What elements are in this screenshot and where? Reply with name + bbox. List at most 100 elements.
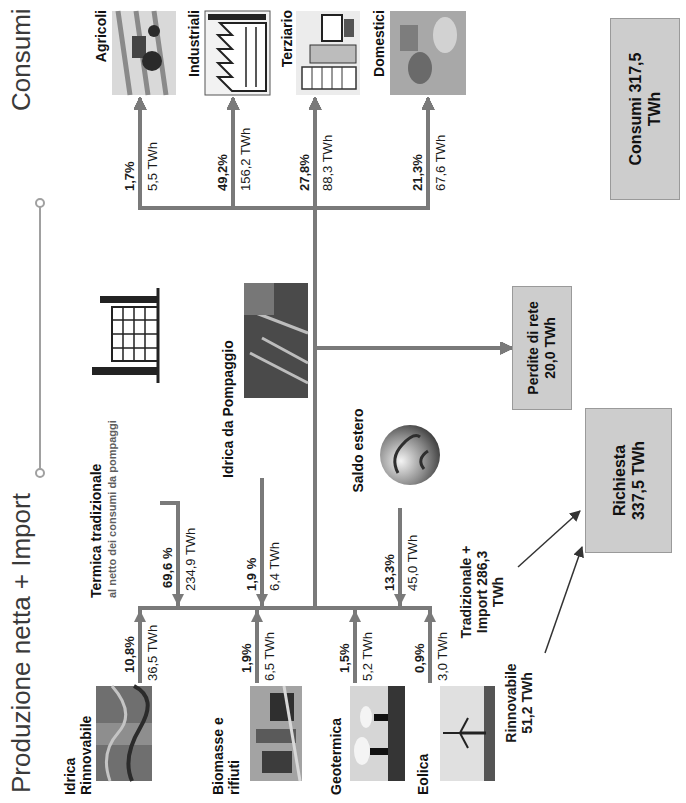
consumer-node: Domestici bbox=[370, 8, 468, 98]
flow-connector bbox=[140, 98, 315, 683]
flow-connector bbox=[140, 348, 512, 683]
energy-label: 6,4 TWh bbox=[267, 542, 282, 591]
flow-connector bbox=[315, 98, 428, 683]
percent-label: 13,3% bbox=[382, 554, 397, 591]
node-label: Idrica Rinnovabile bbox=[62, 683, 94, 795]
thermal-plant-picture bbox=[92, 288, 158, 383]
globe-picture bbox=[380, 425, 440, 485]
source-node: Idrica da Pompaggio bbox=[220, 278, 310, 478]
flow-connector bbox=[315, 98, 355, 683]
flow-connector bbox=[233, 98, 315, 608]
flow-connector bbox=[160, 98, 428, 608]
total-box: Richiesta 337,5 TWh bbox=[585, 408, 672, 553]
source-node: Geotermica bbox=[328, 683, 408, 795]
percent-label: 49,2% bbox=[215, 154, 230, 191]
flow-connector bbox=[140, 98, 315, 608]
node-label: Geotermica bbox=[328, 683, 344, 795]
flow-connector bbox=[257, 98, 428, 683]
geothermal-picture bbox=[350, 686, 405, 781]
biomass-picture bbox=[250, 686, 302, 781]
section-heading: Produzione netta + Import bbox=[6, 493, 36, 793]
leader-arrows bbox=[518, 511, 582, 653]
flow-connector bbox=[140, 98, 315, 683]
services-picture bbox=[296, 11, 360, 95]
flow-connector bbox=[257, 98, 315, 683]
percent-label: 1,7% bbox=[122, 161, 137, 191]
hydro-picture bbox=[96, 686, 152, 781]
source-node: Saldo estero bbox=[350, 393, 445, 508]
industry-picture bbox=[205, 11, 270, 95]
energy-label: 88,3 TWh bbox=[320, 135, 335, 191]
source-node: Eolica bbox=[415, 683, 497, 795]
percent-label: 0,9% bbox=[412, 643, 427, 673]
flow-connector bbox=[140, 98, 430, 683]
flow-connector bbox=[315, 98, 400, 608]
node-label: Eolica bbox=[415, 683, 431, 795]
node-label: Agricoli bbox=[93, 8, 109, 64]
energy-label: 3,0 TWh bbox=[435, 632, 450, 681]
node-label: Biomasse e rifiuti bbox=[210, 683, 242, 795]
source-node: Termica tradizionaleal netto dei consumi… bbox=[88, 283, 160, 598]
pumped-hydro-picture bbox=[244, 283, 308, 398]
energy-label: 5,2 TWh bbox=[360, 632, 375, 681]
flow-connector bbox=[160, 98, 315, 608]
energy-label: 5,5 TWh bbox=[145, 142, 160, 191]
flow-connector bbox=[140, 98, 315, 683]
node-label: Termica tradizionale bbox=[88, 398, 104, 598]
energy-label: 6,5 TWh bbox=[262, 632, 277, 681]
node-note: al netto dei consumi da pompaggi bbox=[106, 398, 119, 598]
percent-label: 1,5% bbox=[337, 643, 352, 673]
flow-connector bbox=[315, 348, 512, 683]
loss-box: Perdite di rete 20,0 TWh bbox=[512, 286, 572, 410]
flow-connector bbox=[315, 98, 430, 683]
flow-connector bbox=[257, 348, 512, 683]
total-label: Rinnovabile 51,2 TWh bbox=[503, 648, 535, 758]
wind-picture bbox=[440, 686, 495, 781]
percent-label: 27,8% bbox=[297, 154, 312, 191]
energy-label: 45,0 TWh bbox=[405, 535, 420, 591]
percent-label: 1,9 % bbox=[244, 558, 259, 591]
node-label: Richiesta 337,5 TWh bbox=[610, 431, 648, 530]
heading-rule bbox=[36, 199, 44, 477]
section-heading: Consumi bbox=[6, 8, 36, 111]
flow-connector bbox=[140, 98, 400, 608]
flow-connector bbox=[160, 98, 315, 608]
percent-label: 69,6 % bbox=[160, 548, 175, 588]
flow-connector bbox=[315, 98, 430, 683]
energy-label: 67,6 TWh bbox=[433, 135, 448, 191]
node-label: Perdite di rete 20,0 TWh bbox=[525, 295, 559, 401]
agriculture-picture bbox=[112, 11, 176, 95]
percent-label: 1,9% bbox=[239, 643, 254, 673]
flow-connector bbox=[262, 98, 315, 608]
node-label: Idrica da Pompaggio bbox=[220, 278, 236, 478]
flow-connector bbox=[233, 98, 315, 683]
node-label: Domestici bbox=[371, 8, 387, 79]
node-label: Industriali bbox=[186, 8, 202, 79]
energy-label: 36,5 TWh bbox=[145, 625, 160, 681]
percent-label: 10,8% bbox=[122, 636, 137, 673]
node-label: Saldo estero bbox=[350, 393, 366, 508]
flow-connector bbox=[140, 98, 315, 608]
percent-label: 21,3% bbox=[410, 154, 425, 191]
flow-connector bbox=[315, 98, 428, 608]
households-picture bbox=[390, 11, 466, 95]
source-node: Idrica Rinnovabile bbox=[62, 683, 154, 795]
consumer-node: Industriali bbox=[185, 8, 272, 98]
node-label: Terziario bbox=[279, 8, 295, 69]
energy-label: 234,9 TWh bbox=[183, 528, 198, 591]
flow-connector bbox=[233, 98, 355, 683]
flow-connector bbox=[140, 98, 428, 683]
total-box: Consumi 317,5 TWh bbox=[610, 18, 680, 200]
consumer-node: Terziario bbox=[278, 8, 362, 98]
flow-connector bbox=[315, 348, 512, 683]
node-label: Consumi 317,5 TWh bbox=[626, 41, 664, 177]
flow-connector bbox=[140, 98, 315, 683]
flow-connector bbox=[262, 98, 428, 608]
total-label: Tradizionale + Import 286,3 TWh bbox=[458, 541, 506, 643]
source-node: Biomasse e rifiuti bbox=[210, 683, 302, 795]
consumer-node: Agricoli bbox=[92, 8, 178, 98]
energy-label: 156,2 TWh bbox=[238, 128, 253, 191]
